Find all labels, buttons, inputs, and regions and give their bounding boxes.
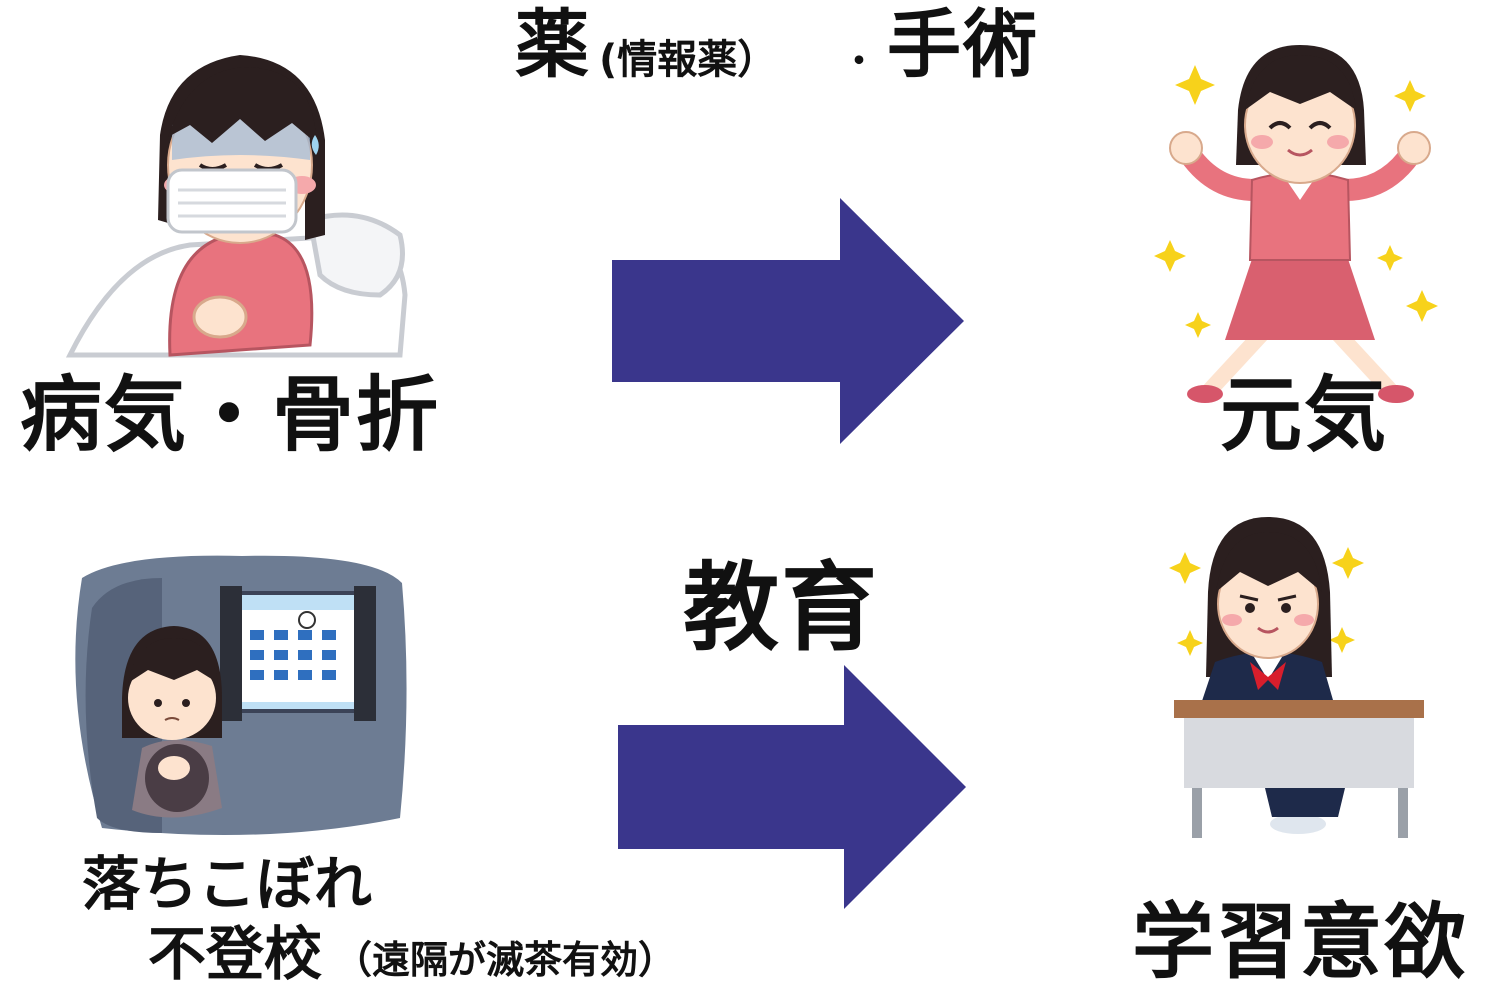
caption-separator: ・ [841,41,878,82]
cheerful-girl-icon [1154,45,1438,403]
top-left-label: 病気・骨折 [20,368,441,463]
caption-medicine-note: (情報薬） [599,37,778,83]
girl-crouching-in-dark-room-icon [75,555,407,836]
bottom-left-label-line2-group: 不登校 （遠隔が滅茶有効） [148,925,778,995]
caption-medicine: 薬 [515,2,591,88]
bottom-left-note: （遠隔が滅茶有効） [334,938,677,982]
sick-girl-in-bed-icon [65,55,408,358]
bottom-arrow [618,665,966,909]
bottom-right-label: 学習意欲 [1132,895,1469,990]
bottom-left-label-line2: 不登校 [148,920,323,988]
top-arrow [612,198,964,444]
top-caption: 薬 (情報薬） ・ 手術 [515,8,1075,88]
middle-caption: 教育 [683,552,879,664]
caption-surgery: 手術 [887,2,1039,88]
student-at-desk-icon [1169,517,1424,838]
top-right-label: 元気 [1220,368,1389,463]
bottom-left-label-line1: 落ちこぼれ [82,850,373,918]
